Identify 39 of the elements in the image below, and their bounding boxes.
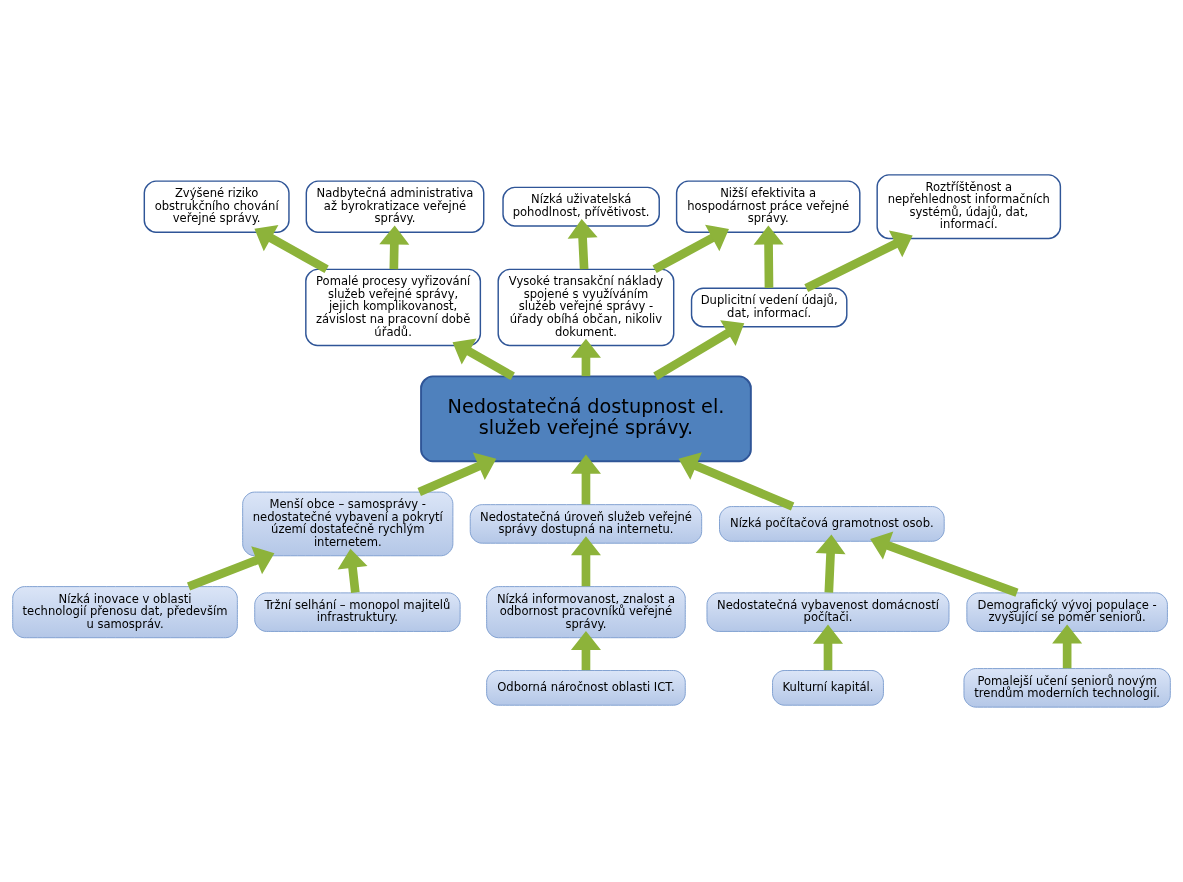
arrow xyxy=(570,454,601,505)
arrow xyxy=(812,624,843,671)
arrow xyxy=(1052,624,1083,669)
node-box: Zvýšené riziko obstrukčního chování veřejné správy. xyxy=(143,180,290,233)
arrow xyxy=(753,225,784,288)
node-box: Nedostatečná vybavenost domácností počítači. xyxy=(706,592,950,632)
arrow xyxy=(804,230,913,292)
arrow xyxy=(570,630,601,671)
arrow xyxy=(254,225,329,274)
arrow xyxy=(652,224,729,274)
arrow xyxy=(379,225,410,270)
node-box: Roztříštěnost a nepřehlednost informačních systémů, údajů, dat, informací. xyxy=(876,174,1062,240)
node-box: Pomalejší učení seniorů novým trendům moderních technologií. xyxy=(963,668,1171,708)
node-box: Nadbytečná administrativa až byrokratizace veřejné správy. xyxy=(305,180,485,233)
arrow xyxy=(815,534,846,593)
node-box: Nedostatečná úroveň služeb veřejné správy dostupná na internetu. xyxy=(469,504,703,544)
node-box: Menší obce – samosprávy - nedostatečné vybavení a pokrytí území dostatečně rychlým internetem. xyxy=(242,491,454,557)
node-box: Nízká informovanost, znalost a odbornost pracovníků veřejné správy. xyxy=(486,586,686,639)
node-box: Nižší efektivita a hospodárnost práce veřejné správy. xyxy=(675,180,861,233)
node-box: Pomalé procesy vyřizování služeb veřejné správy, jejich komplikovanost, závislost na pracovní době úřadů. xyxy=(305,268,482,347)
node-box: Odborná náročnost oblasti ICT. xyxy=(486,670,686,706)
node-box: Tržní selhání – monopol majitelů infrastruktury. xyxy=(254,592,461,632)
node-box: Nízká inovace v oblasti technologií přenosu dat, především u samospráv. xyxy=(12,586,238,639)
node-box: Demografický vývoj populace - zvyšující se poměr seniorů. xyxy=(966,592,1168,632)
node-box: Nízká počítačová gramotnost osob. xyxy=(719,506,945,542)
arrow xyxy=(570,338,601,377)
node-box: Kulturní kapitál. xyxy=(772,670,884,706)
arrow xyxy=(187,546,275,591)
node-box: Nedostatečná dostupnost el. služeb veřejné správy. xyxy=(420,375,752,463)
arrow xyxy=(567,218,598,270)
arrow xyxy=(870,531,1019,597)
node-box: Vysoké transakční náklady spojené s využíváním služeb veřejné správy - úřady obíhá občan, nikoliv dokument. xyxy=(497,268,675,347)
arrow xyxy=(452,338,515,381)
node-box: Duplicitní vedení údajů, dat, informací. xyxy=(690,287,848,328)
arrow xyxy=(653,320,745,381)
arrow xyxy=(570,536,601,587)
arrow xyxy=(678,452,795,511)
node-box: Nízká uživatelská pohodlnost, přívětivost. xyxy=(502,186,660,227)
arrow xyxy=(337,548,368,593)
